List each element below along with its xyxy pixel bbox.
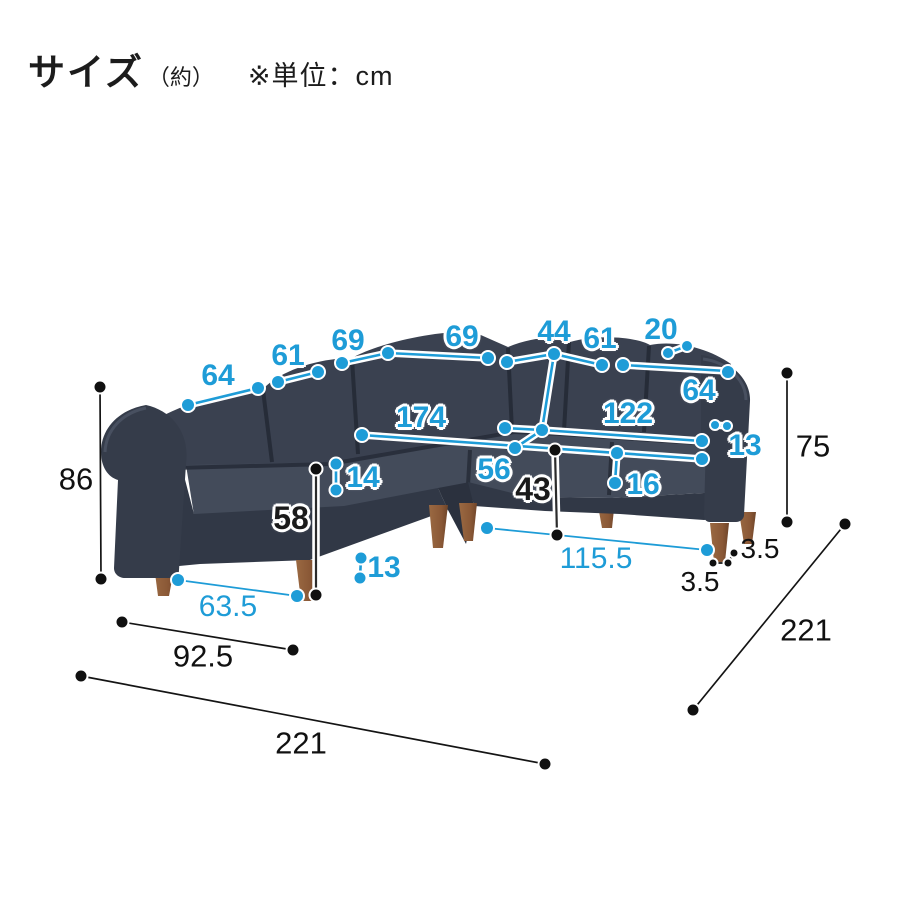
measure-dot-black [114, 614, 130, 630]
measure-dot [353, 550, 369, 566]
dim-label-height-86: 86 [58, 461, 94, 497]
measure-dot [250, 380, 266, 396]
measure-dot [480, 350, 496, 366]
sofa-leg [429, 505, 448, 548]
dim-label-height-75: 75 [795, 428, 831, 464]
measure-dot-black [837, 516, 853, 532]
measure-dot [352, 570, 368, 586]
measure-dot [615, 357, 631, 373]
measure-dot-black [93, 571, 109, 587]
measure-dot [721, 420, 733, 432]
dim-label-back-right-61: 61 [583, 322, 617, 355]
dimension-dots [170, 339, 736, 604]
measure-dot [709, 419, 721, 431]
title-size: サイズ [28, 52, 144, 93]
dim-label-back-left-61: 61 [271, 339, 305, 372]
measure-dot-black [722, 557, 734, 569]
measure-line-blue-thin [177, 527, 708, 597]
dimension-dots-black [73, 365, 853, 772]
measure-dot [354, 427, 370, 443]
measure-dot [507, 440, 523, 456]
dim-label-leg-inset-3-5-a: 3.5 [740, 533, 780, 564]
sofa-illustration [101, 331, 756, 601]
measure-dot-black [285, 642, 301, 658]
measure-dot [479, 520, 495, 536]
dim-label-depth-221: 221 [780, 612, 832, 648]
dim-label-cushion-16: 16 [626, 468, 660, 501]
measure-dot [289, 588, 305, 604]
sofa-left-arm-highlight [103, 406, 147, 453]
dim-label-cushion-14: 14 [346, 461, 380, 494]
sofa-left-base [117, 472, 448, 572]
sofa-left-arm [101, 405, 187, 578]
measure-dot-black [779, 365, 795, 381]
measure-dot-black [779, 514, 795, 530]
measure-dot [680, 339, 694, 353]
sofa-leg [739, 512, 756, 544]
measure-dot [694, 451, 710, 467]
dim-label-leg-height-13: 13 [367, 551, 401, 584]
measure-dot [270, 374, 286, 390]
measure-dot [334, 355, 350, 371]
dim-label-seat-height-43: 43 [515, 471, 551, 507]
measure-dot-black [537, 756, 553, 772]
measure-dot [328, 482, 344, 498]
measure-dot [594, 357, 610, 373]
measure-dot [170, 572, 186, 588]
measure-dot [310, 364, 326, 380]
measure-dot [699, 542, 715, 558]
measure-dot-black [728, 547, 740, 559]
dim-label-width-221: 221 [275, 725, 327, 761]
dim-label-arm-height-58: 58 [273, 500, 309, 536]
page-title: サイズ （約） ※単位：cm [28, 42, 394, 96]
dim-label-leg-span-115-5: 115.5 [559, 542, 633, 575]
sofa-right-base [468, 482, 744, 520]
measure-dot [720, 364, 736, 380]
dim-label-leg-span-63-5: 63.5 [198, 590, 258, 623]
dim-label-width-174: 174 [395, 401, 447, 434]
measure-dot [180, 397, 196, 413]
measure-dot [661, 346, 675, 360]
dim-label-back-depth-44: 44 [537, 315, 571, 348]
measure-dot [497, 420, 513, 436]
title-unit-note: ※単位：cm [247, 61, 394, 91]
measure-line-dark [314, 448, 559, 597]
measure-dot [694, 433, 710, 449]
measure-dot [328, 456, 344, 472]
sofa-leg [459, 503, 477, 541]
dim-label-seat-depth-56: 56 [477, 453, 511, 486]
measure-dot [546, 346, 562, 362]
dim-label-back-right-64: 64 [682, 374, 716, 407]
measure-dot-black [92, 379, 108, 395]
measure-dot-black [707, 557, 719, 569]
sofa-left-backrest [158, 331, 514, 469]
dim-label-arm-top-20: 20 [644, 313, 678, 346]
measure-dot-black [73, 668, 89, 684]
title-approx: （約） [147, 65, 214, 90]
dim-label-back-left-64: 64 [201, 359, 235, 392]
sofa-right-arm [701, 355, 751, 522]
measure-line-black [80, 373, 846, 765]
dim-label-arm-right-13: 13 [728, 429, 762, 462]
measure-dot-black [685, 702, 701, 718]
measure-dot [380, 345, 396, 361]
measure-dot [607, 475, 623, 491]
measure-dot [499, 354, 515, 370]
measure-dot-black [547, 442, 563, 458]
dim-label-back-left-69a: 69 [331, 324, 365, 357]
dim-label-back-left-69b: 69 [445, 320, 479, 353]
measure-dot-black [549, 527, 565, 543]
measure-dot-black [308, 461, 324, 477]
measure-dot [534, 422, 550, 438]
measure-dot [609, 445, 625, 461]
measure-dot-black [308, 587, 324, 603]
dim-label-leg-inset-3-5-b: 3.5 [680, 566, 720, 597]
sofa-cushion-seams [261, 341, 651, 463]
sofa-leg [710, 523, 729, 562]
dim-label-width-122: 122 [602, 397, 654, 430]
dim-label-depth-92-5: 92.5 [172, 638, 234, 674]
